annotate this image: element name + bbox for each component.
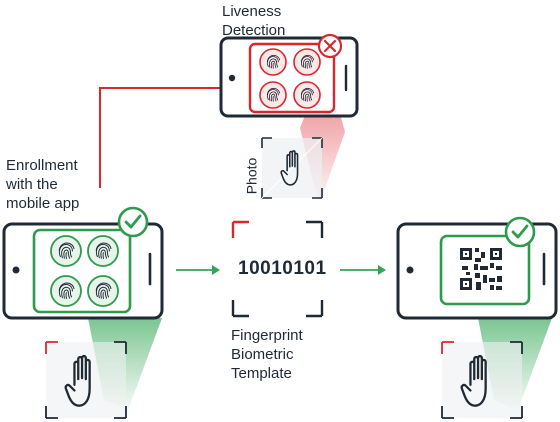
x-circle-icon [317,33,343,59]
template-frame [231,220,324,318]
enrollment-label-line-1: Enrollment [6,157,78,174]
enrollment-label-line-2: with the [6,176,58,193]
template-label-line-2: Biometric [231,346,294,363]
liveness-connector-line [99,87,222,188]
photo-frame [261,137,323,199]
fingerprint-icon [50,235,119,307]
liveness-detection-label: Liveness Detection [222,2,285,40]
photo-label: Photo [243,157,260,195]
result-frame [439,234,531,306]
check-circle-icon [117,206,149,238]
arrow-to-result [340,265,386,275]
liveness-phone [219,33,359,202]
phone-button [406,266,414,274]
phone-button [228,74,236,82]
enrollment-label: Enrollment with the mobile app [6,156,79,213]
phone-button [12,266,20,274]
binary-template-value: 10010101 [238,258,327,279]
fingerprint-template-label: Fingerprint Biometric Template [231,326,303,383]
qr-code-icon [460,248,502,290]
template-label-line-3: Template [231,365,292,382]
template-label-line-1: Fingerprint [231,327,303,344]
liveness-label-line-2: Detection [222,22,286,39]
enrollment-frame [32,228,132,314]
liveness-frame [248,42,336,114]
liveness-label-line-1: Liveness [222,3,282,20]
enrollment-label-line-3: mobile app [6,195,80,212]
arrow-to-template [176,265,220,275]
hand-scan-frame-right [441,341,523,419]
fingerprint-icon [259,48,321,109]
check-circle-icon [504,216,536,248]
hand-scan-frame-left [45,341,127,419]
